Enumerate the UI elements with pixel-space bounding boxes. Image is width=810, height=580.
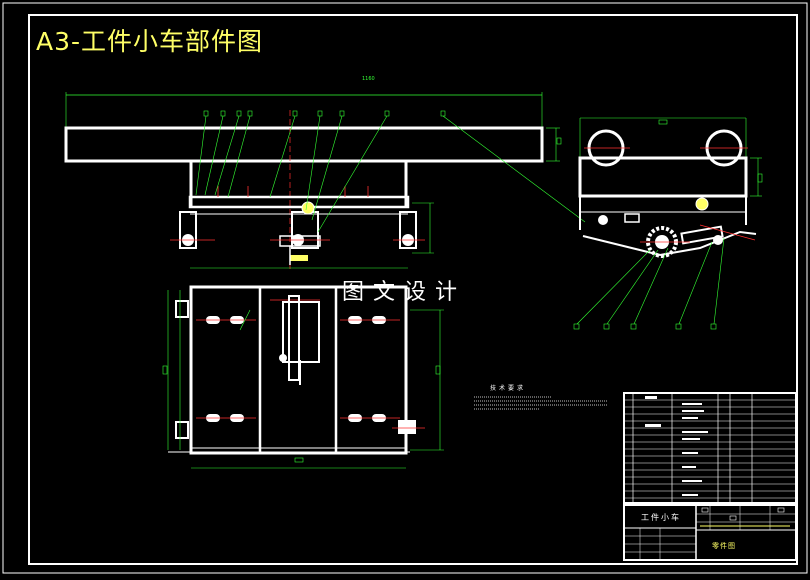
plan-view — [162, 285, 444, 469]
title-block-sheet-label: 零件图 — [712, 542, 736, 550]
title-block — [623, 504, 797, 561]
svg-text:1160: 1160 — [362, 76, 375, 82]
drawing-title: A3-工件小车部件图 — [36, 27, 264, 56]
parts-list — [623, 392, 797, 504]
watermark-text: 图文设计 — [342, 280, 467, 305]
title-block-part-name: 工件小车 — [641, 513, 681, 522]
technical-notes — [474, 396, 608, 410]
inner-frame — [28, 14, 798, 565]
technical-requirements-heading: 技术要求 — [490, 385, 527, 392]
side-view — [573, 117, 763, 330]
front-view: 1160 — [64, 76, 586, 270]
